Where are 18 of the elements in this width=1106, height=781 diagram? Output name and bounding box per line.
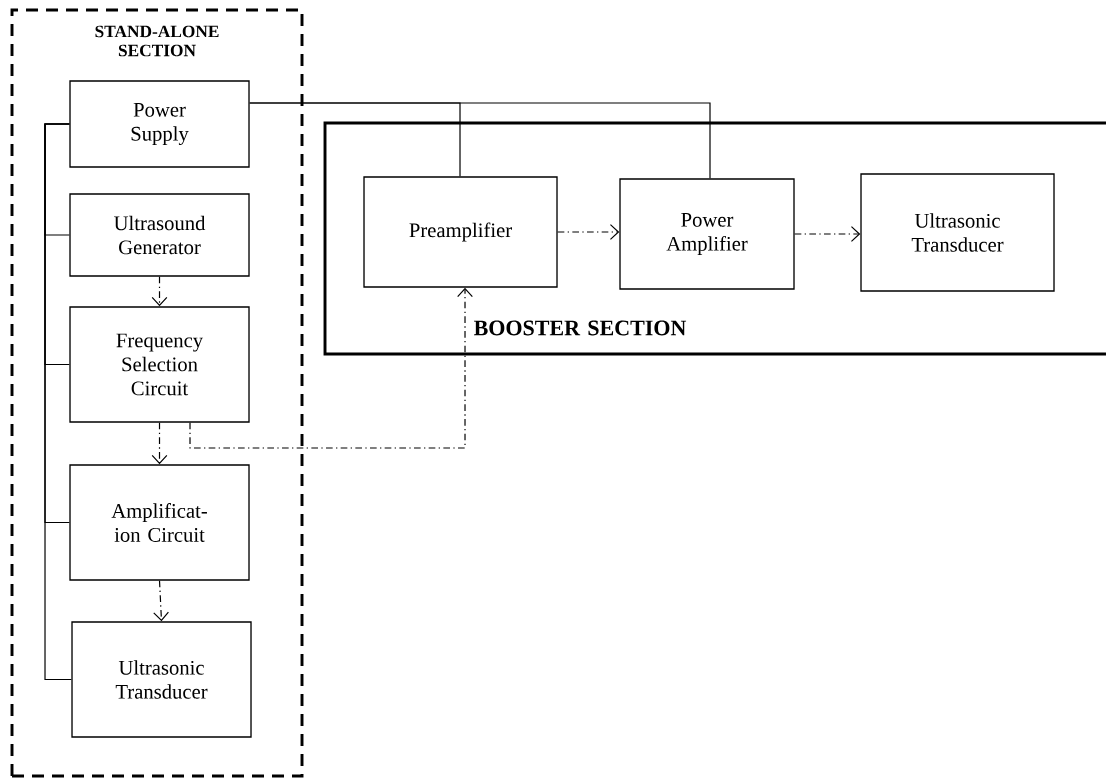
process-box: Preamplifier <box>363 176 558 288</box>
connector <box>151 422 168 465</box>
process-box: Ultrasonic Transducer <box>71 621 252 738</box>
section-heading: STAND-ALONE SECTION <box>95 25 219 57</box>
process-box: Power Amplifier <box>619 178 795 290</box>
section-heading: BOOSTER SECTION <box>474 320 687 336</box>
process-box: Ultrasonic Transducer <box>860 173 1055 292</box>
connector <box>44 123 72 681</box>
connector <box>557 224 620 240</box>
process-box: Frequency Selection Circuit <box>69 306 250 423</box>
connector <box>151 276 168 307</box>
connector <box>249 102 711 179</box>
connector <box>153 580 169 622</box>
connector <box>189 287 473 449</box>
connector <box>794 226 861 242</box>
process-box: Power Supply <box>69 80 250 168</box>
process-box: Amplificat-ion Circuit <box>69 464 250 581</box>
process-box: Ultrasound Generator <box>69 193 250 277</box>
